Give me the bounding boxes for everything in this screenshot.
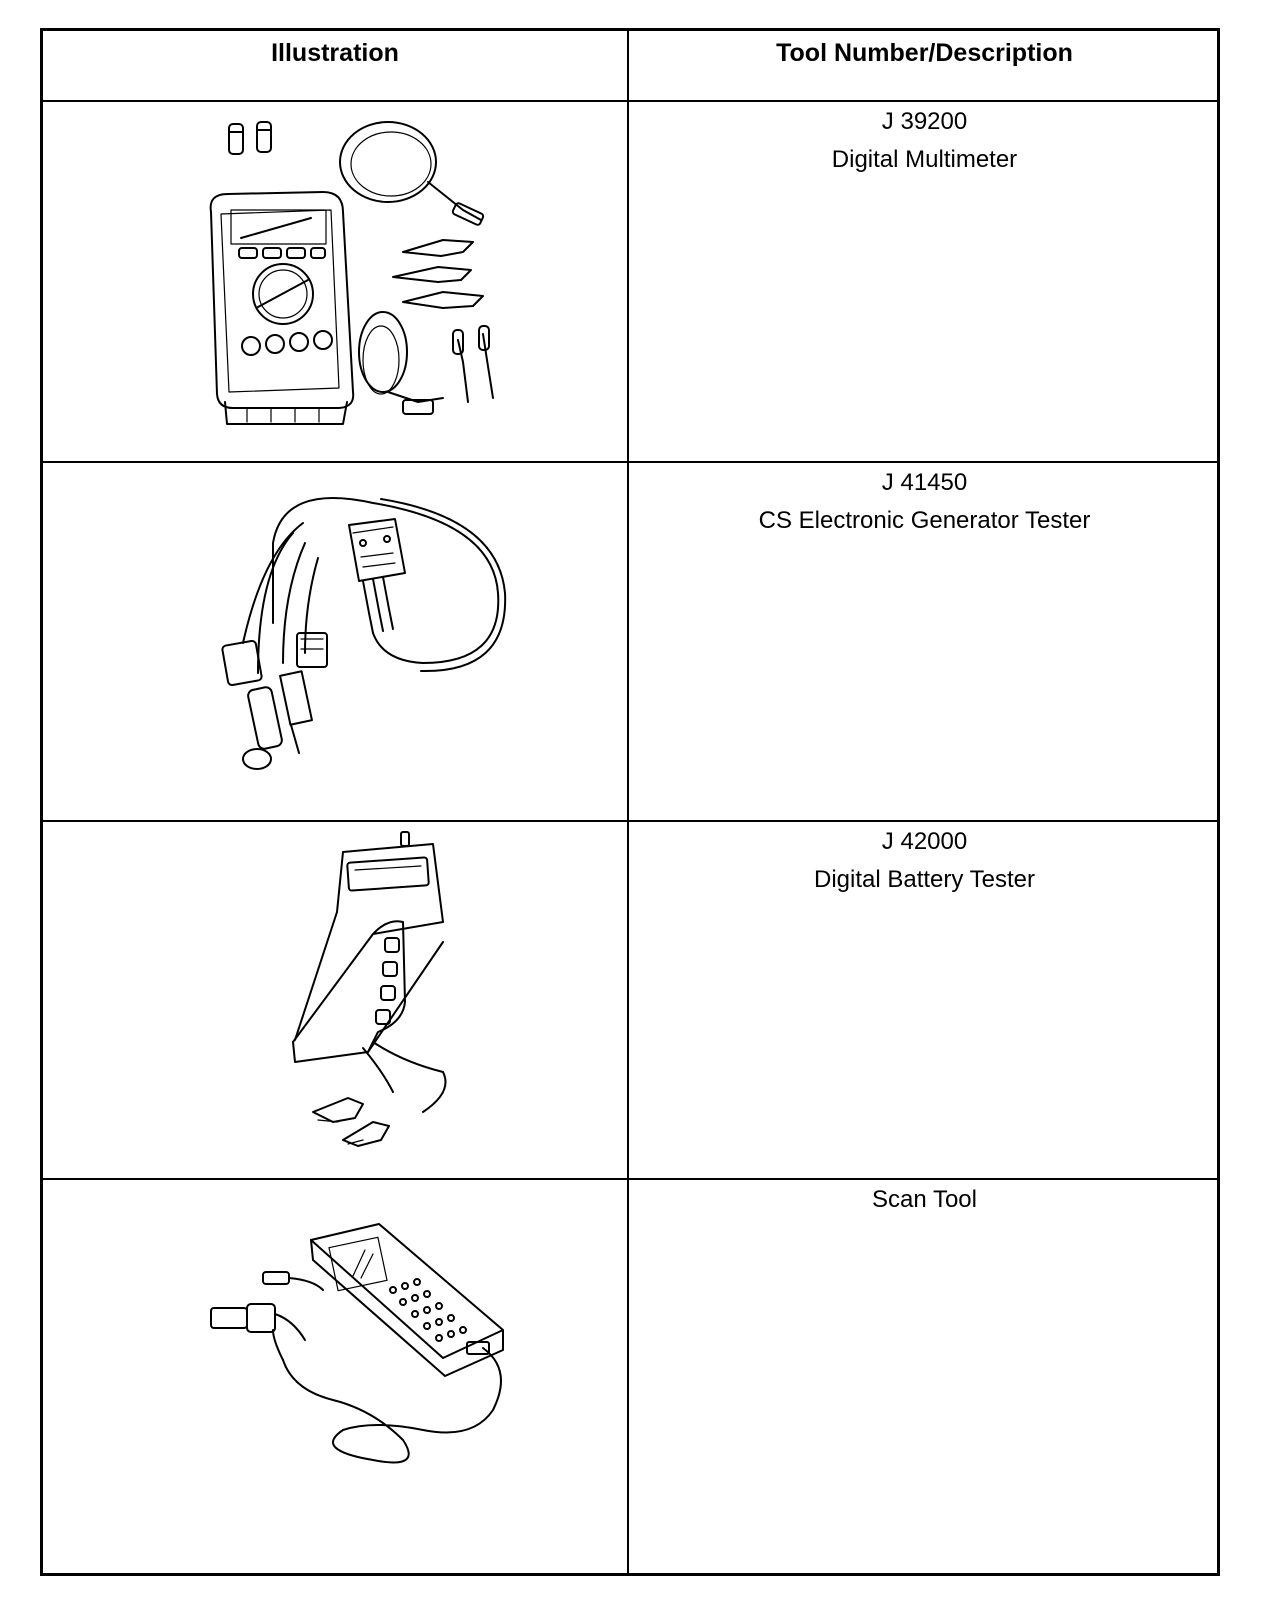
column-header-illustration: Illustration [271, 39, 399, 67]
table-row: J 42000 Digital Battery Tester [629, 823, 1220, 899]
tool-illustration [43, 822, 627, 1177]
tool-number: J 42000 [881, 828, 968, 855]
table-row: Scan Tool [629, 1181, 1220, 1219]
tool-number: J 41450 [881, 469, 968, 496]
row-divider [43, 461, 1217, 463]
generator-tester-icon [221, 497, 507, 770]
column-divider [627, 31, 629, 1573]
table-row: J 41450 CS Electronic Generator Tester [629, 464, 1220, 540]
row-divider [43, 1178, 1217, 1180]
tool-number: J 39200 [881, 108, 968, 135]
tool-illustration [43, 102, 627, 460]
tool-illustration [43, 463, 627, 819]
row-divider [43, 100, 1217, 102]
tool-name: Digital Multimeter [831, 146, 1018, 173]
column-header-description: Tool Number/Description [776, 39, 1073, 67]
scan-tool-icon [210, 1223, 504, 1464]
tools-table: Illustration Tool Number/Description J 3… [40, 28, 1220, 1576]
tool-name: CS Electronic Generator Tester [758, 507, 1091, 534]
table-row: J 39200 Digital Multimeter [629, 103, 1220, 179]
tool-name: Scan Tool [872, 1186, 977, 1213]
tool-illustration [43, 1180, 627, 1574]
tool-name: Digital Battery Tester [814, 866, 1035, 893]
multimeter-icon [209, 121, 494, 425]
battery-tester-icon [292, 831, 447, 1147]
row-divider [43, 820, 1217, 822]
